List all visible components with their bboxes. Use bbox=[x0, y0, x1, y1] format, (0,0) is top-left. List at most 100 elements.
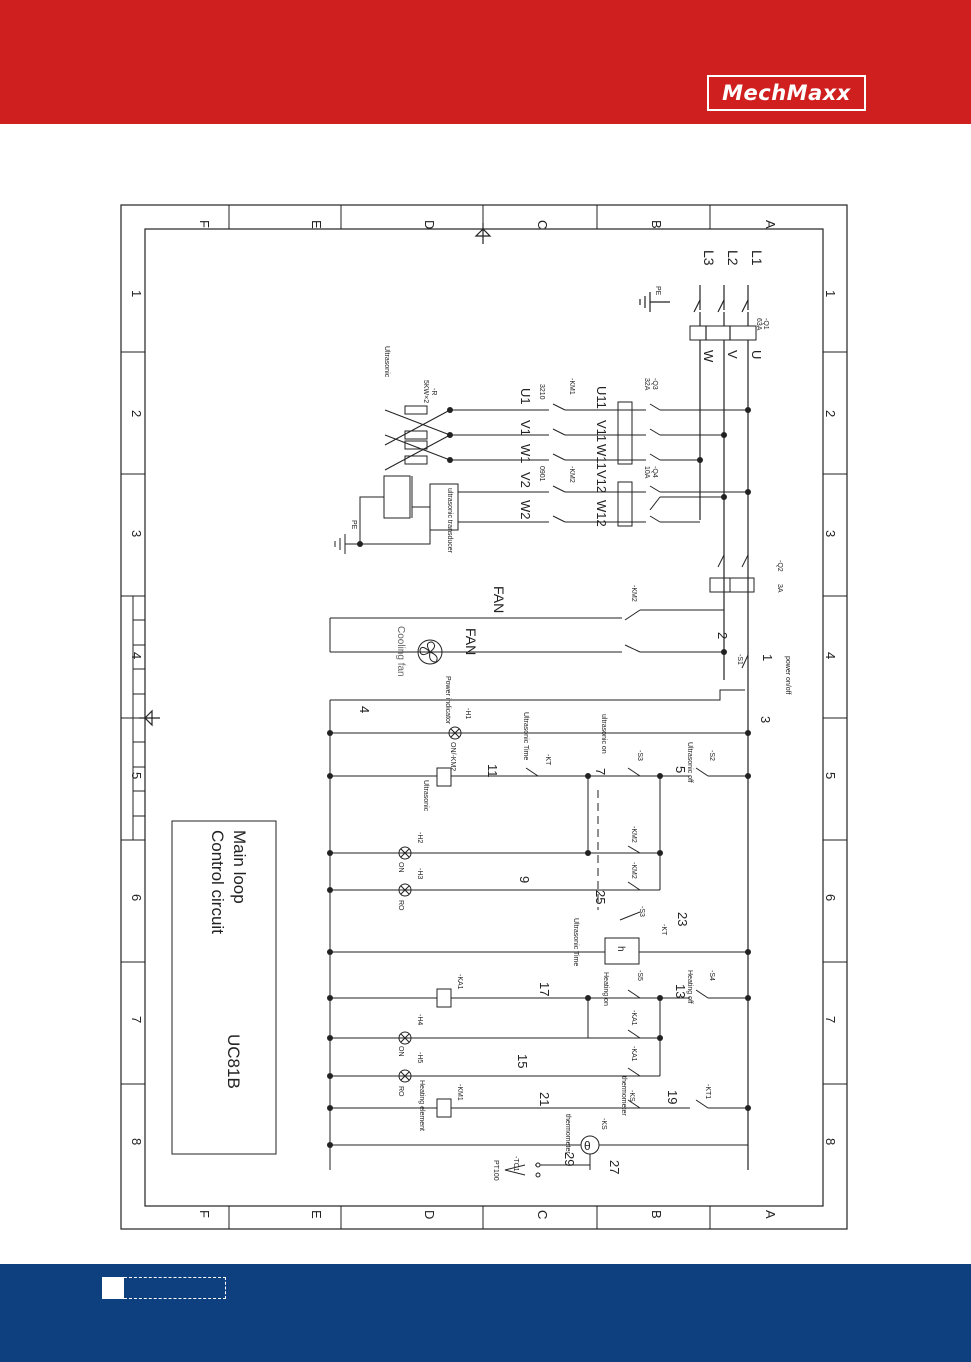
title-block bbox=[171, 820, 277, 1155]
junction-dot bbox=[745, 489, 751, 495]
label-s1: -S1 bbox=[736, 654, 743, 665]
label-q2: -Q2 bbox=[776, 560, 783, 572]
label-kt: -KT bbox=[544, 754, 551, 766]
row-label-f-bottom: F bbox=[197, 1210, 212, 1218]
label-n25: 25 bbox=[593, 890, 608, 904]
breaker-q1 bbox=[689, 299, 757, 1170]
label-l1: L1 bbox=[749, 250, 765, 266]
junction-dot bbox=[585, 850, 591, 856]
label-ro2: RO bbox=[397, 1086, 404, 1097]
label-v1: V1 bbox=[518, 420, 533, 436]
frame-ticks bbox=[121, 205, 847, 1229]
row-label-b-top: B bbox=[649, 220, 664, 229]
label-w11: W11 bbox=[594, 444, 609, 470]
label-q2-rating: 3A bbox=[776, 584, 783, 593]
label-km2-fan: -KM2 bbox=[630, 585, 637, 602]
label-v: V bbox=[725, 350, 740, 359]
label-on-km2: ON/-KM2 bbox=[449, 742, 456, 771]
junction-dot bbox=[721, 432, 727, 438]
col-label-8-right: 8 bbox=[823, 1138, 838, 1145]
label-n3: 3 bbox=[758, 716, 773, 723]
centering-mark-top bbox=[474, 223, 492, 244]
label-l3: L3 bbox=[701, 250, 717, 266]
label-h2: -H2 bbox=[416, 832, 423, 843]
label-n5: 5 bbox=[673, 766, 688, 773]
centering-mark-left bbox=[139, 709, 160, 727]
label-h4: -H4 bbox=[416, 1014, 423, 1025]
label-u: U bbox=[749, 350, 764, 359]
label-u11: U11 bbox=[594, 386, 609, 409]
junction-dot bbox=[327, 850, 333, 856]
col-label-4-right: 4 bbox=[823, 652, 838, 659]
col-label-2-right: 2 bbox=[823, 410, 838, 417]
label-v12: V12 bbox=[594, 470, 609, 493]
label-q4-rating: 10A bbox=[643, 466, 650, 479]
junction-dot bbox=[745, 730, 751, 736]
junction-dot bbox=[585, 773, 591, 779]
label-n23: 23 bbox=[675, 912, 690, 926]
junction-dot bbox=[357, 541, 363, 547]
control-rungs bbox=[330, 732, 748, 1146]
row-label-b-bottom: B bbox=[649, 1210, 664, 1219]
label-ultrasonic-heater: Ultrasonic bbox=[383, 346, 390, 378]
label-v11: V11 bbox=[594, 420, 609, 442]
label-n29: 29 bbox=[562, 1152, 577, 1166]
label-h5: -H5 bbox=[416, 1052, 423, 1063]
junction-dot bbox=[697, 457, 703, 463]
junction-dot bbox=[657, 773, 663, 779]
earth-symbol-pe bbox=[639, 292, 670, 312]
col-label-3-left: 3 bbox=[129, 530, 144, 537]
label-power-indicator: Power indicator bbox=[444, 676, 451, 725]
label-n2: 2 bbox=[715, 632, 730, 639]
label-n19: 19 bbox=[665, 1090, 680, 1104]
label-kt1: -KT1 bbox=[704, 1084, 711, 1099]
label-r: -R bbox=[430, 388, 437, 395]
junction-dot bbox=[327, 1142, 333, 1148]
junction-dot bbox=[745, 773, 751, 779]
label-n7: 7 bbox=[593, 768, 608, 775]
label-kt-b: -KT bbox=[660, 924, 667, 936]
mechmaxx-logo: MechMaxx bbox=[707, 75, 866, 111]
label-power-onoff: power on/off bbox=[784, 656, 791, 694]
label-ultrasonic-coil: Ultrasonic bbox=[422, 780, 429, 812]
label-heating-element: Heating element bbox=[418, 1080, 425, 1131]
label-h1: -H1 bbox=[464, 708, 471, 719]
label-s3b: -S3 bbox=[638, 906, 645, 917]
label-ultrasonic-off: Ultrasonic off bbox=[686, 742, 693, 783]
junction-dot bbox=[327, 773, 333, 779]
row-label-a-bottom: A bbox=[763, 1210, 778, 1219]
junction-dot bbox=[657, 995, 663, 1001]
switch-s1 bbox=[330, 654, 749, 701]
title-model: UC81B bbox=[224, 1034, 243, 1089]
label-w12: W12 bbox=[594, 500, 609, 527]
label-q1: -Q1 bbox=[762, 318, 769, 330]
title-control-circuit: Control circuit bbox=[208, 830, 227, 934]
label-q3: -Q3 bbox=[651, 378, 658, 390]
col-label-1-right: 1 bbox=[823, 290, 838, 297]
label-q4: -Q4 bbox=[651, 466, 658, 478]
row-label-d-top: D bbox=[422, 220, 437, 229]
label-pe2: PE bbox=[350, 520, 357, 530]
junction-dot bbox=[721, 494, 727, 500]
junction-dot bbox=[327, 887, 333, 893]
label-ka1: -KA1 bbox=[456, 974, 463, 990]
theta-icon: θ bbox=[584, 1139, 591, 1153]
label-ks: -KS bbox=[628, 1090, 635, 1102]
label-km1-b: -KM1 bbox=[456, 1084, 463, 1101]
label-w2: W2 bbox=[518, 500, 533, 520]
junction-dot bbox=[721, 649, 727, 655]
col-label-2-left: 2 bbox=[129, 410, 144, 417]
col-label-6-right: 6 bbox=[823, 894, 838, 901]
col-label-6-left: 6 bbox=[129, 894, 144, 901]
label-thermometer: thermometer bbox=[620, 1076, 627, 1116]
label-n4: 4 bbox=[357, 706, 372, 713]
label-l2: L2 bbox=[725, 250, 741, 266]
label-km2-num: 0901 bbox=[538, 466, 545, 482]
label-tc1: -TC1 bbox=[512, 1156, 519, 1172]
coils bbox=[436, 767, 640, 1118]
contactor-km1-km2 bbox=[450, 403, 566, 523]
label-km1: -KM1 bbox=[568, 378, 575, 395]
label-cooling-fan: Cooling fan bbox=[395, 626, 406, 677]
thermometer-sensor bbox=[504, 1135, 600, 1178]
label-fan2: FAN bbox=[463, 628, 479, 655]
